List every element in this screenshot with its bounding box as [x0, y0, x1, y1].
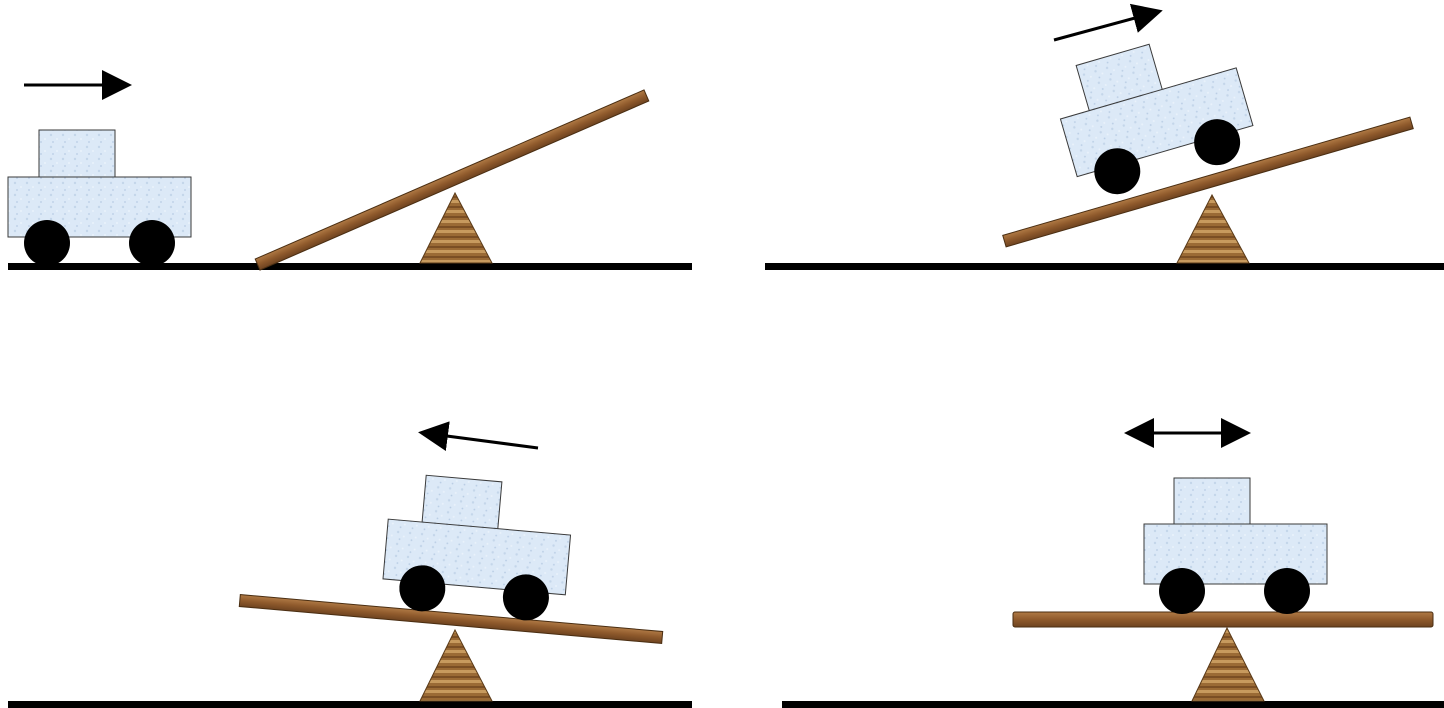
panel-3	[8, 433, 692, 708]
fulcrum	[1192, 628, 1264, 701]
plank	[1013, 612, 1433, 627]
right-arrow-icon	[1054, 12, 1157, 40]
panel-2	[765, 12, 1444, 270]
fulcrum	[420, 630, 492, 701]
wheel	[24, 220, 70, 266]
panel-1	[8, 85, 692, 270]
car	[8, 130, 191, 266]
ground-line	[765, 263, 1444, 270]
car	[1144, 478, 1327, 614]
wheel	[1159, 568, 1205, 614]
plank	[239, 595, 662, 644]
ground-line	[8, 701, 692, 708]
ground-line	[8, 263, 692, 270]
car-cabin	[422, 475, 502, 529]
wheel	[1264, 568, 1310, 614]
fulcrum	[420, 193, 492, 263]
ground-line	[782, 701, 1444, 708]
left-arrow-icon	[424, 433, 538, 448]
car-cabin	[39, 130, 115, 178]
car	[380, 472, 574, 623]
wheel	[129, 220, 175, 266]
fulcrum	[1177, 195, 1249, 263]
car-cabin	[1174, 478, 1250, 526]
panel-4	[782, 433, 1444, 708]
